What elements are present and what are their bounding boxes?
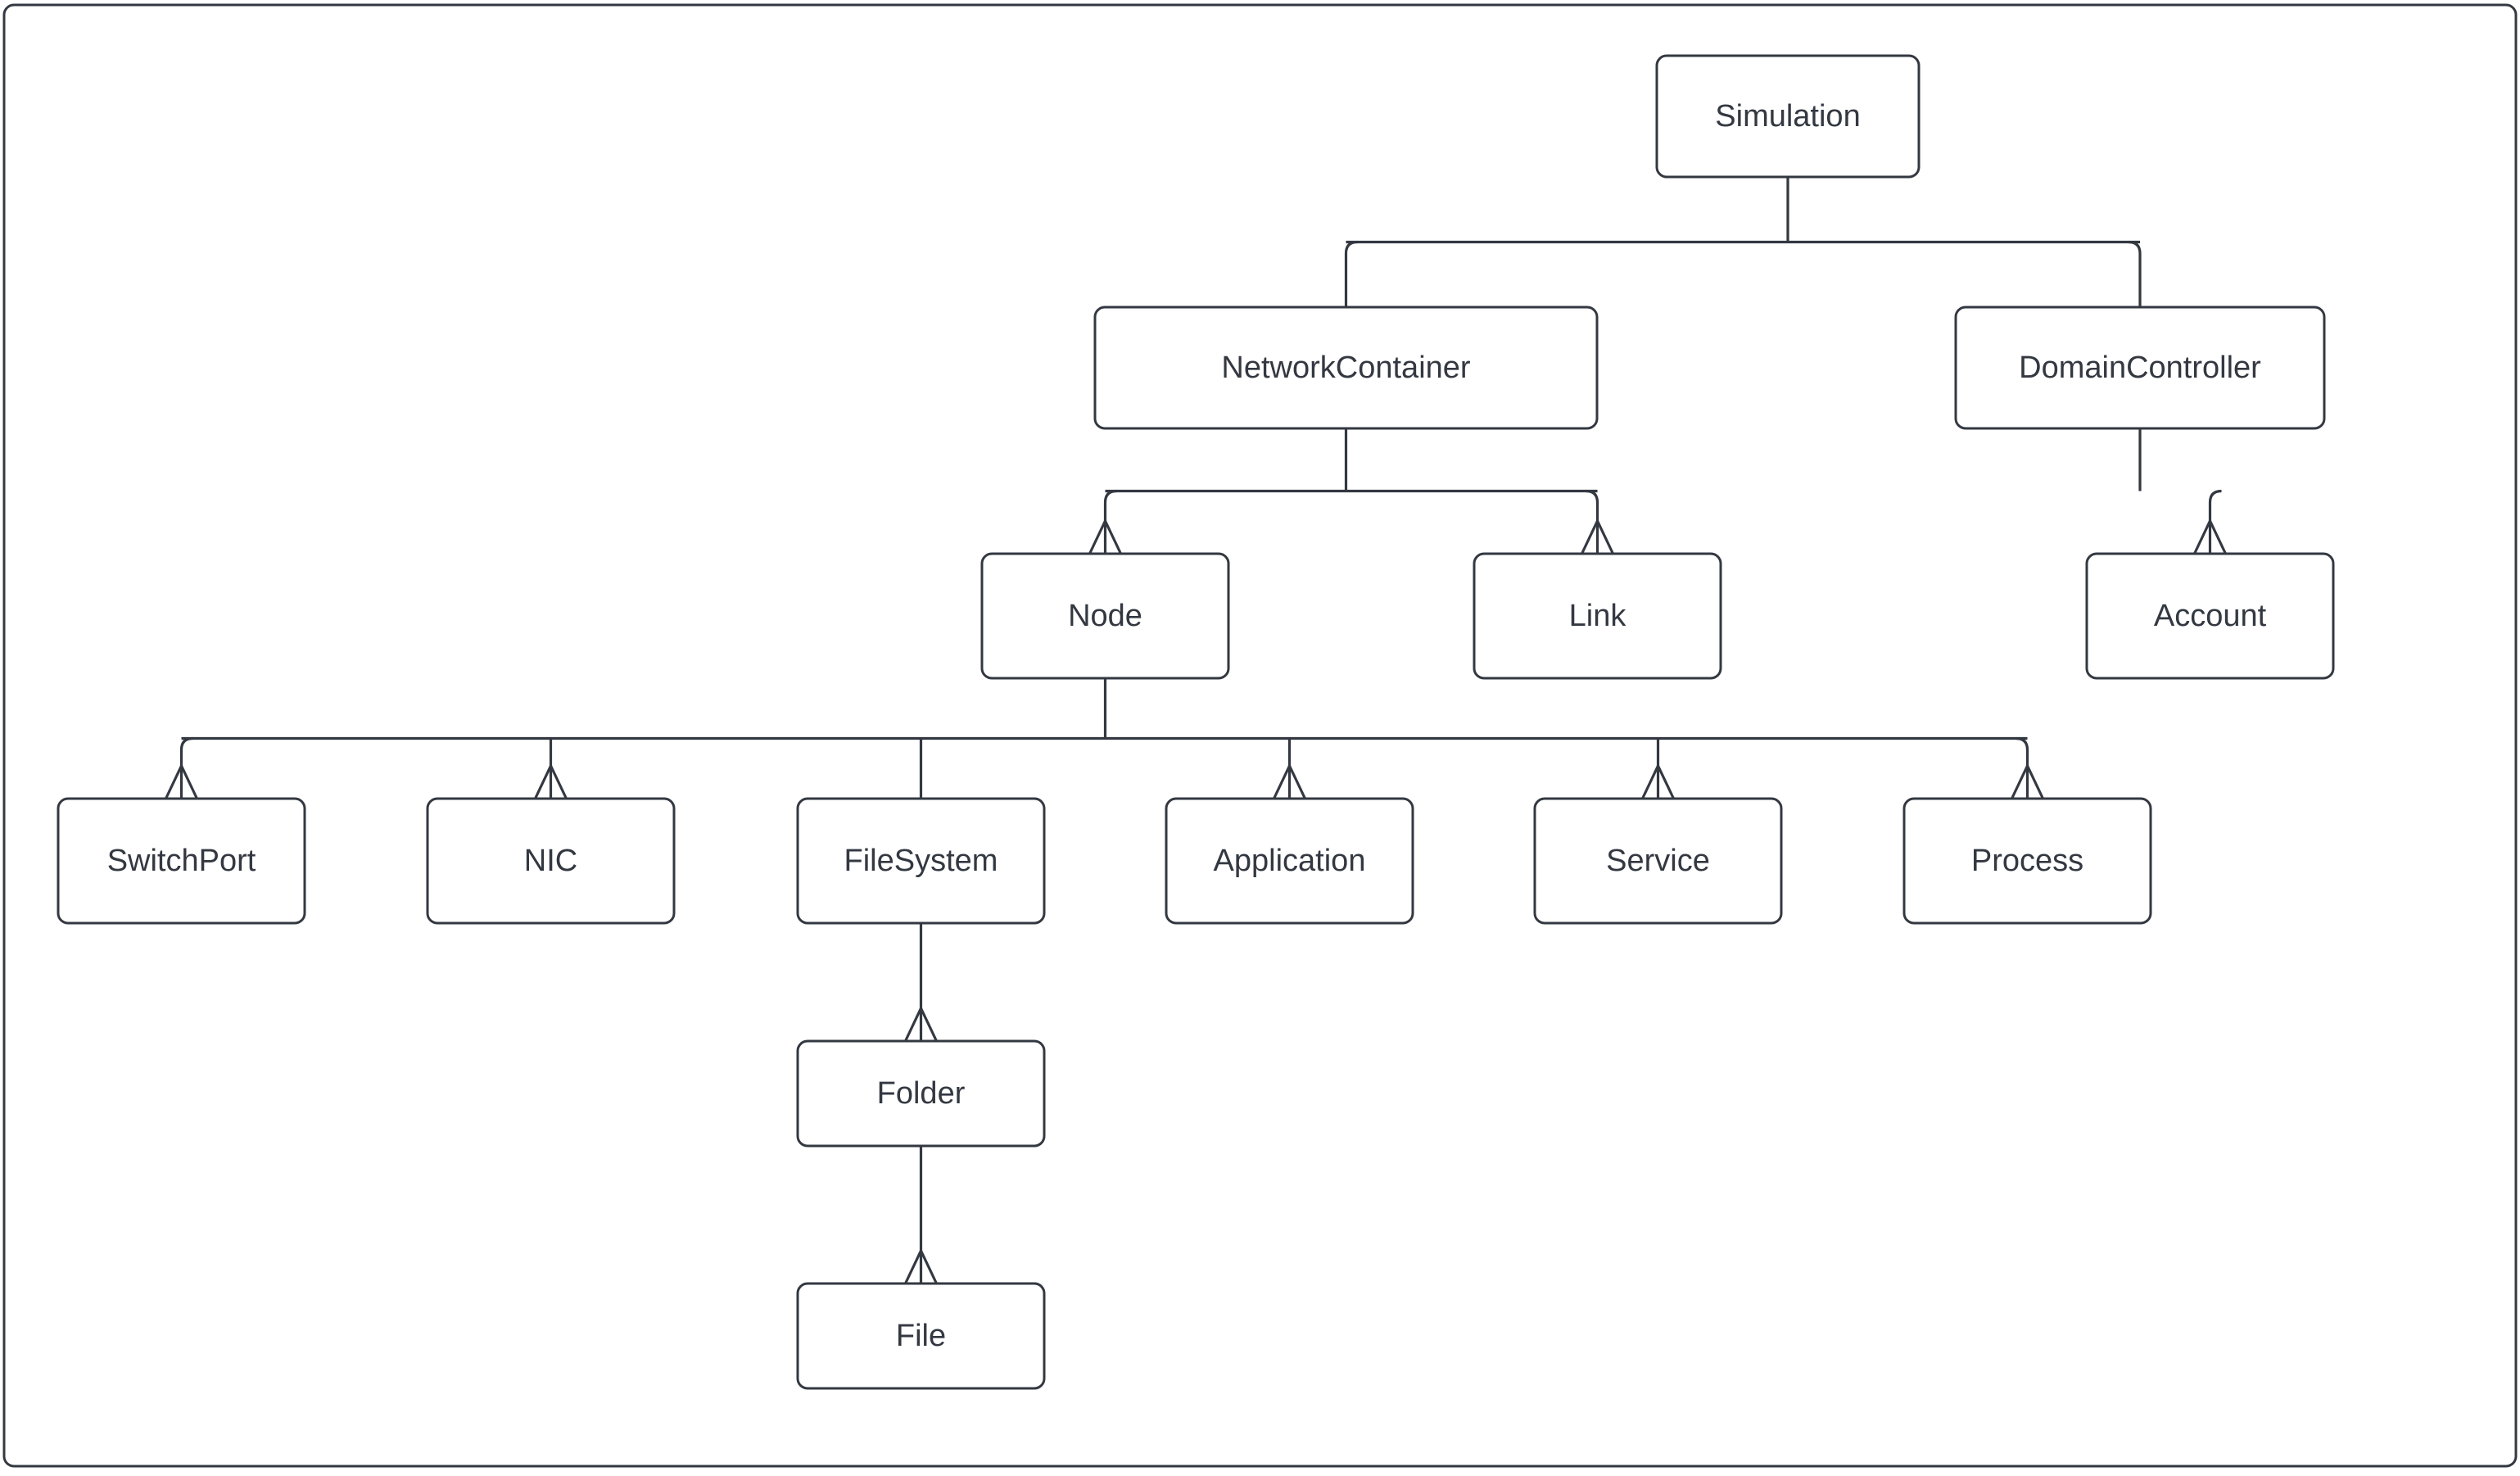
- class-node-account[interactable]: Account: [2085, 552, 2335, 680]
- arrowhead-process: [2011, 763, 2044, 799]
- class-node-domaincontroller[interactable]: DomainController: [1954, 306, 2326, 430]
- node-box-service[interactable]: [1533, 797, 1783, 925]
- node-box-account[interactable]: [2085, 552, 2335, 680]
- node-box-link[interactable]: [1473, 552, 1722, 680]
- node-box-node[interactable]: [980, 552, 1230, 680]
- node-label-switchport: SwitchPort: [107, 844, 256, 878]
- arrowhead-service: [1641, 763, 1675, 799]
- edge-simulation-to-networkcontainer: [1344, 240, 1358, 307]
- class-node-process[interactable]: Process: [1902, 797, 2152, 925]
- node-box-networkcontainer[interactable]: [1093, 306, 1599, 430]
- arrowhead-link: [1581, 518, 1614, 555]
- class-node-service[interactable]: Service: [1533, 797, 1783, 925]
- node-label-simulation: Simulation: [1715, 99, 1860, 134]
- class-node-networkcontainer[interactable]: NetworkContainer: [1093, 306, 1599, 430]
- node-box-nic[interactable]: [426, 797, 676, 925]
- class-node-simulation[interactable]: Simulation: [1655, 54, 1921, 179]
- class-node-link[interactable]: Link: [1473, 552, 1722, 680]
- node-label-node: Node: [1068, 599, 1142, 633]
- node-label-domaincontroller: DomainController: [2019, 351, 2261, 385]
- class-node-node[interactable]: Node: [980, 552, 1230, 680]
- node-label-account: Account: [2154, 599, 2267, 633]
- class-node-nic[interactable]: NIC: [426, 797, 676, 925]
- edge-node-to-switchport: [179, 736, 193, 799]
- arrowhead-file: [904, 1247, 938, 1284]
- arrowhead-switchport: [165, 763, 198, 799]
- class-node-switchport[interactable]: SwitchPort: [57, 797, 306, 925]
- node-box-domaincontroller[interactable]: [1954, 306, 2326, 430]
- node-box-folder[interactable]: [796, 1039, 1046, 1148]
- class-node-application[interactable]: Application: [1165, 797, 1414, 925]
- page-frame: [2, 3, 2518, 1468]
- class-node-file[interactable]: File: [796, 1282, 1046, 1390]
- node-label-service: Service: [1606, 844, 1710, 878]
- node-box-application[interactable]: [1165, 797, 1414, 925]
- edge-domaincontroller-to-account: [2208, 489, 2222, 554]
- edge-networkcontainer-to-node: [1103, 489, 1117, 554]
- arrowhead-node: [1088, 518, 1122, 555]
- arrowhead-nic: [534, 763, 568, 799]
- node-box-simulation[interactable]: [1655, 54, 1921, 179]
- arrowhead-account: [2193, 518, 2227, 555]
- node-label-nic: NIC: [524, 844, 577, 878]
- class-node-folder[interactable]: Folder: [796, 1039, 1046, 1148]
- arrowhead-folder: [904, 1005, 938, 1042]
- node-label-file: File: [896, 1319, 946, 1353]
- edges-layer: [165, 177, 2227, 1284]
- node-label-link: Link: [1569, 599, 1627, 633]
- node-label-folder: Folder: [877, 1076, 966, 1111]
- node-label-application: Application: [1214, 844, 1366, 878]
- arrowhead-application: [1273, 763, 1306, 799]
- node-label-networkcontainer: NetworkContainer: [1221, 351, 1470, 385]
- node-box-file[interactable]: [796, 1282, 1046, 1390]
- edge-node-to-process: [2016, 736, 2029, 799]
- class-node-filesystem[interactable]: FileSystem: [796, 797, 1046, 925]
- edge-networkcontainer-to-link: [1586, 489, 1599, 554]
- node-box-process[interactable]: [1902, 797, 2152, 925]
- node-box-filesystem[interactable]: [796, 797, 1046, 925]
- node-box-switchport[interactable]: [57, 797, 306, 925]
- node-label-process: Process: [1971, 844, 2083, 878]
- edge-simulation-to-domaincontroller: [2128, 240, 2142, 307]
- node-label-filesystem: FileSystem: [844, 844, 998, 878]
